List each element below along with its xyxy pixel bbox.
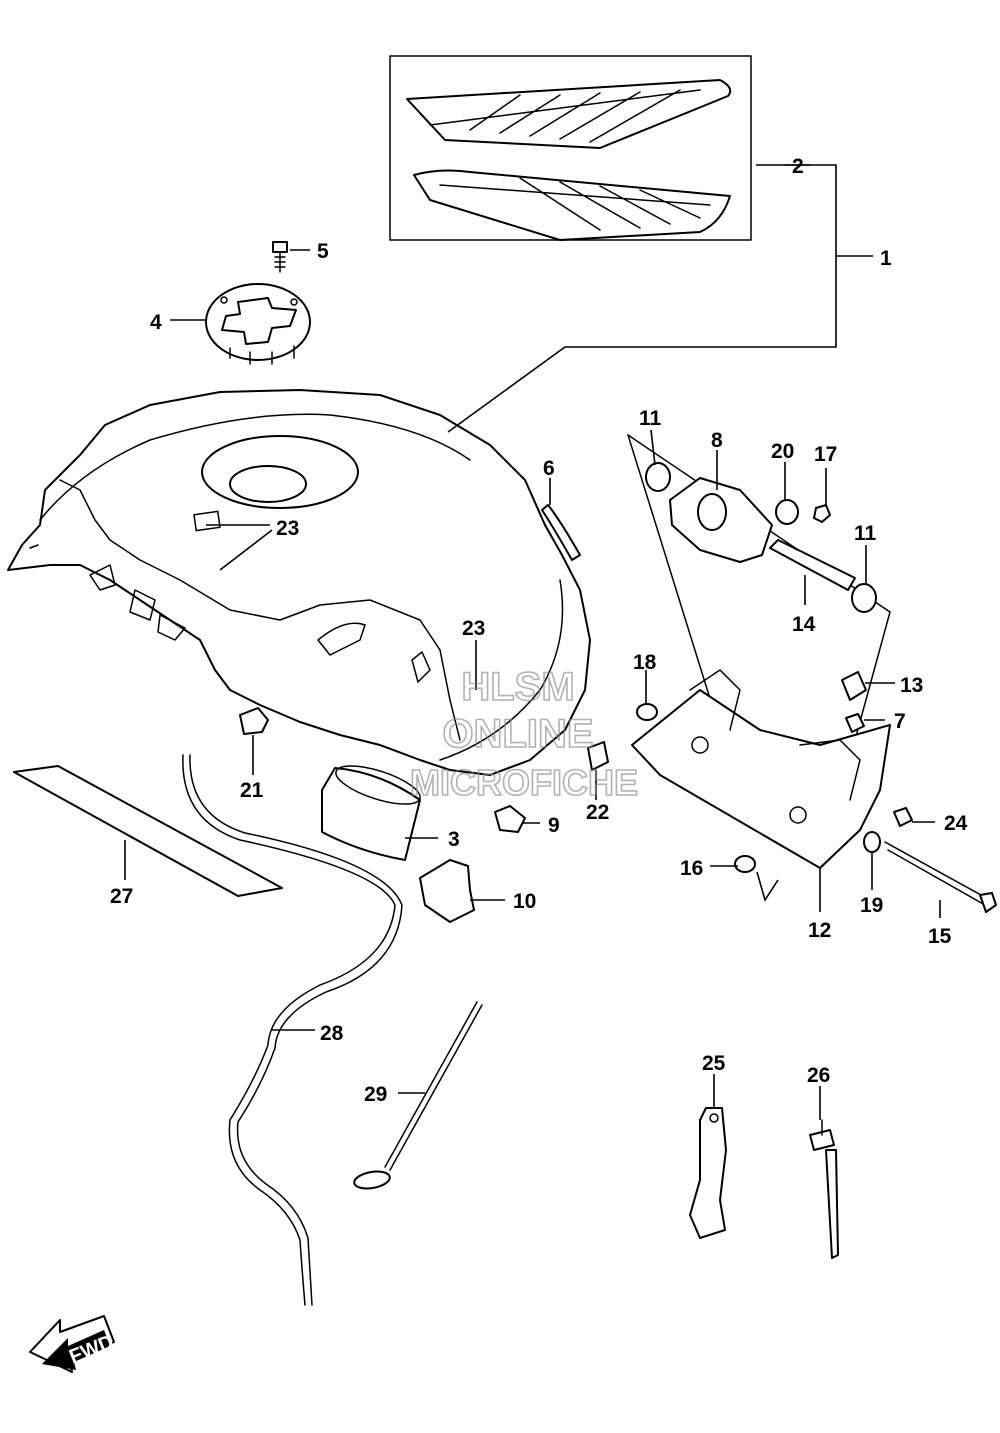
callout-23a: 23 — [276, 517, 299, 540]
callout-6: 6 — [543, 457, 555, 480]
callout-15: 15 — [928, 925, 952, 948]
washer-18 — [636, 703, 658, 721]
watermark-line-1: HLSM — [461, 665, 574, 709]
callout-13: 13 — [900, 674, 923, 697]
callout-22: 22 — [586, 801, 609, 824]
callout-26: 26 — [807, 1064, 830, 1087]
trim-strip — [541, 504, 581, 561]
bolt-16 — [734, 855, 756, 873]
cushion-22 — [587, 741, 609, 771]
screw-17 — [813, 504, 831, 523]
watermark: HLSM ONLINE MICROFICHE — [409, 664, 639, 804]
callout-24: 24 — [944, 812, 968, 835]
callout-16: 16 — [680, 857, 703, 880]
callout-11a: 11 — [639, 407, 662, 430]
callout-21: 21 — [240, 779, 264, 802]
callout-4: 4 — [150, 311, 162, 334]
callout-9: 9 — [548, 814, 560, 837]
cushion-9 — [494, 805, 526, 833]
nut-24 — [893, 807, 913, 827]
leader-lines — [124, 164, 941, 1120]
callout-2: 2 — [792, 155, 804, 178]
callout-29: 29 — [364, 1083, 387, 1106]
grommet-11b — [851, 583, 877, 613]
callout-19: 19 — [860, 894, 883, 917]
fwd-direction-arrow: FWD — [29, 1315, 117, 1373]
callout-7: 7 — [894, 710, 906, 733]
gauge-rod — [353, 1001, 483, 1190]
cushion-20 — [775, 499, 799, 525]
side-pad-set — [389, 55, 752, 241]
collar-14 — [769, 539, 856, 591]
bracket-12 — [631, 669, 891, 869]
cushion-21 — [239, 707, 269, 735]
watermark-line-3: MICROFICHE — [410, 762, 638, 803]
sheet-27 — [13, 765, 283, 897]
callout-18: 18 — [633, 651, 657, 674]
cap-bolt — [272, 241, 288, 273]
breather-hose — [182, 754, 403, 1306]
watermark-line-2: ONLINE — [442, 712, 593, 756]
clip-13 — [841, 671, 867, 701]
callout-5: 5 — [317, 240, 329, 263]
callout-3: 3 — [448, 828, 460, 851]
callout-27: 27 — [110, 885, 133, 908]
callout-25: 25 — [702, 1052, 726, 1075]
callout-1: 1 — [880, 247, 892, 270]
fuel-tank — [7, 389, 591, 776]
fuel-cap — [205, 283, 311, 365]
mount-plate — [669, 477, 773, 563]
washer-19 — [863, 831, 881, 853]
bolt-15 — [884, 841, 997, 913]
callout-28: 28 — [320, 1022, 344, 1045]
bracket-10 — [419, 859, 475, 923]
callout-20: 20 — [771, 440, 794, 463]
callout-14: 14 — [792, 613, 816, 636]
holder-25 — [689, 1107, 727, 1239]
cable-tie-26 — [809, 1119, 839, 1259]
callout-11b: 11 — [854, 522, 877, 545]
callout-numbers: 1 2 3 4 5 6 7 8 9 10 11 11 12 13 14 15 1… — [110, 155, 968, 1106]
grommet-11a — [645, 462, 671, 492]
callout-12: 12 — [808, 919, 831, 942]
callout-23b: 23 — [462, 617, 485, 640]
callout-10: 10 — [513, 890, 536, 913]
nut-7 — [845, 713, 865, 733]
cushion-band — [321, 765, 421, 861]
callout-8: 8 — [711, 429, 723, 452]
callout-17: 17 — [814, 443, 837, 466]
